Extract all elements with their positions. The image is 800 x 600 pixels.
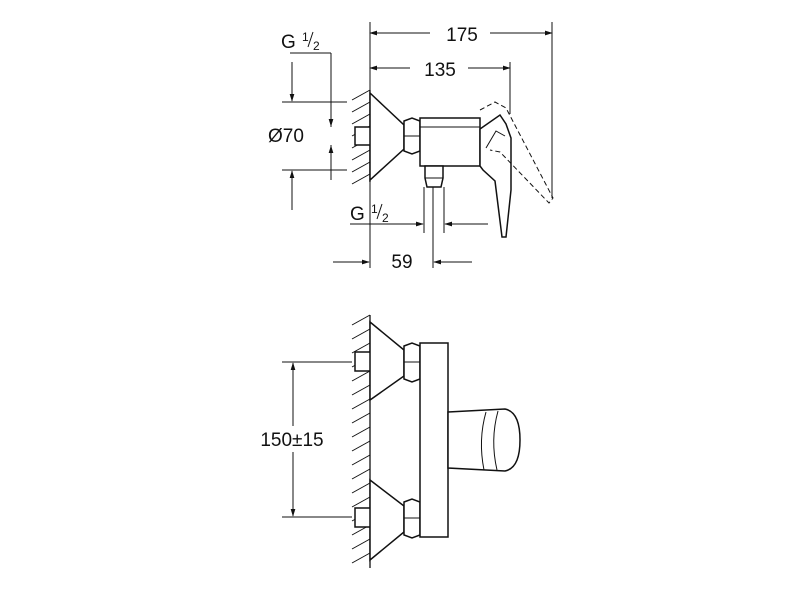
thread-top-num: 1 (302, 30, 309, 44)
valve-body-top (419, 117, 481, 167)
valve-body-front (419, 342, 449, 538)
thread-bottom-den: 2 (382, 211, 389, 225)
pipe-stub-top (354, 126, 372, 146)
lever-swing-outline (479, 101, 554, 204)
escutcheon-lower (369, 478, 405, 562)
dim-59-label: 59 (391, 252, 412, 273)
lever-handle-front (447, 408, 521, 472)
thread-bottom-letter: G (350, 204, 365, 225)
dim-diameter-label: Ø70 (268, 126, 304, 147)
thread-top-letter: G (281, 32, 296, 53)
thread-bottom-num: 1 (371, 202, 378, 216)
outlet-top (424, 165, 444, 188)
top-view: 175 135 G 1 2 Ø70 G 1 2 59 (268, 21, 554, 273)
pipe-stub-upper (354, 351, 372, 372)
pipe-stub-lower (354, 507, 372, 528)
dim-centers-label: 150±15 (260, 430, 323, 451)
front-view: 150±15 (250, 314, 521, 568)
lever-handle-top (479, 113, 512, 238)
dim-175-label: 175 (446, 25, 478, 46)
escutcheon-upper (369, 320, 405, 402)
thread-callout-top: G 1 2 (281, 30, 320, 53)
thread-callout-bottom: G 1 2 (350, 202, 389, 225)
dim-135-label: 135 (424, 60, 456, 81)
escutcheon-top (369, 91, 405, 182)
thread-top-den: 2 (313, 39, 320, 53)
